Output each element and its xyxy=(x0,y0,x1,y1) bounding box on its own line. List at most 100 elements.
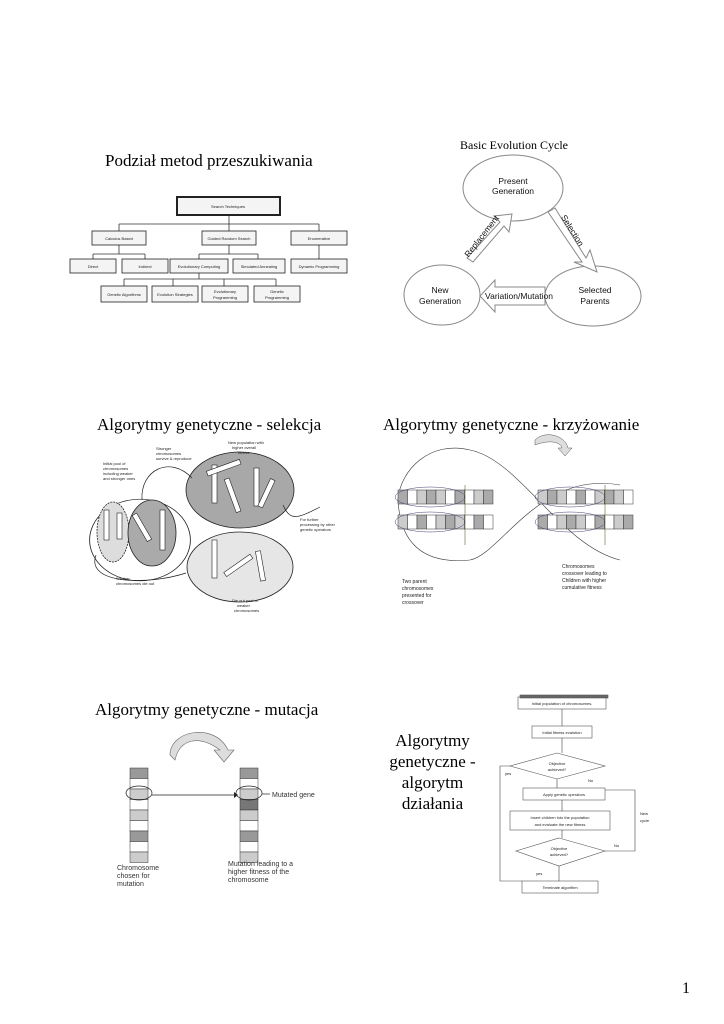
gene-cell xyxy=(454,489,465,505)
gene-cell xyxy=(604,514,615,530)
algorithm-flowchart xyxy=(508,694,611,894)
node-present-generation-line2: Generation xyxy=(492,186,534,196)
mutated-gene-label: Mutated gene xyxy=(272,792,315,799)
gene-cell xyxy=(129,820,149,832)
flow-decision: Objective xyxy=(549,761,566,766)
label: chromosomes xyxy=(103,466,128,471)
crossover-diagram xyxy=(394,434,634,561)
label: Mutation leading to a xyxy=(228,861,293,868)
gene-cell xyxy=(239,809,259,821)
flow-label: No xyxy=(588,778,594,783)
slide-title-selection: Algorytmy genetyczne - selekcja xyxy=(97,415,322,434)
gene-cell xyxy=(129,830,149,842)
node-new-generation: New xyxy=(431,285,449,295)
gene-cell xyxy=(445,514,456,530)
gene-cell xyxy=(547,514,558,530)
label: crossover xyxy=(402,600,424,606)
gene-cell xyxy=(407,489,418,505)
gene-cell xyxy=(594,489,605,505)
label: Chromosome xyxy=(117,865,159,872)
gene-cell xyxy=(566,514,577,530)
tree-root: Search Techniques xyxy=(211,204,245,209)
flow-step: and evaluate the new fitness xyxy=(535,822,586,827)
flow-label: No xyxy=(614,843,620,848)
title-line: genetyczne - xyxy=(389,752,476,771)
gene-cell xyxy=(435,489,446,505)
gene-cell xyxy=(239,799,259,811)
label: weaker xyxy=(237,603,251,608)
gene-cell xyxy=(239,788,259,800)
chromosome-bars xyxy=(103,458,276,582)
gene-cell xyxy=(575,514,586,530)
evolution-cycle-title: Basic Evolution Cycle xyxy=(460,138,568,152)
gene-cell xyxy=(239,778,259,790)
flow-step: Initial fitness evalution xyxy=(542,730,581,735)
tree-node: Evolutionary Computing xyxy=(178,264,220,269)
tree-node: Programming xyxy=(213,295,237,300)
label: cumulative fitness xyxy=(562,585,602,591)
label: fitness xyxy=(238,450,250,455)
gene-cell xyxy=(407,514,418,530)
gene-cell xyxy=(129,788,149,800)
label: higher fitness of the xyxy=(228,869,289,876)
label: chosen for xyxy=(117,873,150,880)
gene-cell xyxy=(623,514,634,530)
label: genetic operators xyxy=(300,527,331,532)
gene-cell xyxy=(547,489,558,505)
tree-node: Calculus Based xyxy=(105,236,133,241)
tree-node: Guided Random Search xyxy=(208,236,251,241)
arrow-variation-mutation: Variation/Mutation xyxy=(485,291,553,301)
tree-node: Direct xyxy=(88,264,99,269)
node-selected-parents: Selected xyxy=(578,285,611,295)
gene-cell xyxy=(483,514,494,530)
gene-cell xyxy=(473,489,484,505)
tree-node: Genetic xyxy=(270,289,284,294)
label: crossover leading to xyxy=(562,571,607,577)
label: presented for xyxy=(402,593,432,599)
gene-cell xyxy=(426,514,437,530)
slide-title-algorithm: Algorytmy genetyczne - algorytm działani… xyxy=(380,730,485,814)
mutation-arrow-icon xyxy=(169,732,235,763)
gene-cell xyxy=(585,489,596,505)
label: higher overall xyxy=(232,445,256,450)
node-new-generation-line2: Generation xyxy=(419,296,461,306)
gene-cell xyxy=(239,830,259,842)
node-present-generation: Present xyxy=(498,176,528,186)
gene-cell xyxy=(566,489,577,505)
gene-cell xyxy=(239,767,259,779)
flow-label: New xyxy=(640,811,648,816)
tree-node: Evolution Strategies xyxy=(157,292,193,297)
label: Two parent xyxy=(402,579,427,585)
flow-label: yes xyxy=(536,871,542,876)
gene-cell xyxy=(239,851,259,863)
label: Initial pool of xyxy=(103,461,126,466)
tree-node: Enumerative xyxy=(308,236,331,241)
gene-cell xyxy=(129,809,149,821)
flow-step: Initial population of chromosomes. xyxy=(532,701,593,706)
gene-cell xyxy=(129,799,149,811)
label: chromosomes xyxy=(234,608,259,613)
title-line: algorytm xyxy=(401,773,464,792)
label: chromosomes xyxy=(402,586,434,592)
gene-cell xyxy=(239,820,259,832)
gene-cell xyxy=(239,841,259,853)
tree-node: Dynamic Programming xyxy=(299,264,340,269)
gene-cell xyxy=(604,489,615,505)
gene-cell xyxy=(129,841,149,853)
page-number: 1 xyxy=(682,980,690,997)
tree-node: Programming xyxy=(265,295,289,300)
flow-step: Terminate algorithm xyxy=(542,885,578,890)
gene-cell xyxy=(454,514,465,530)
label: chromosomes xyxy=(156,451,181,456)
tree-node: Indirect xyxy=(138,264,152,269)
gene-cell xyxy=(594,514,605,530)
label: Stronger xyxy=(156,446,172,451)
tree-node: Simulated Annealing xyxy=(241,264,277,269)
gene-cell xyxy=(575,489,586,505)
label: survive & reproduce xyxy=(156,456,192,461)
flow-step: Insert children into the population xyxy=(531,815,590,820)
flow-decision: Objective xyxy=(551,846,568,851)
label: Die out pool of xyxy=(232,598,259,603)
title-line: Algorytmy xyxy=(395,731,470,750)
